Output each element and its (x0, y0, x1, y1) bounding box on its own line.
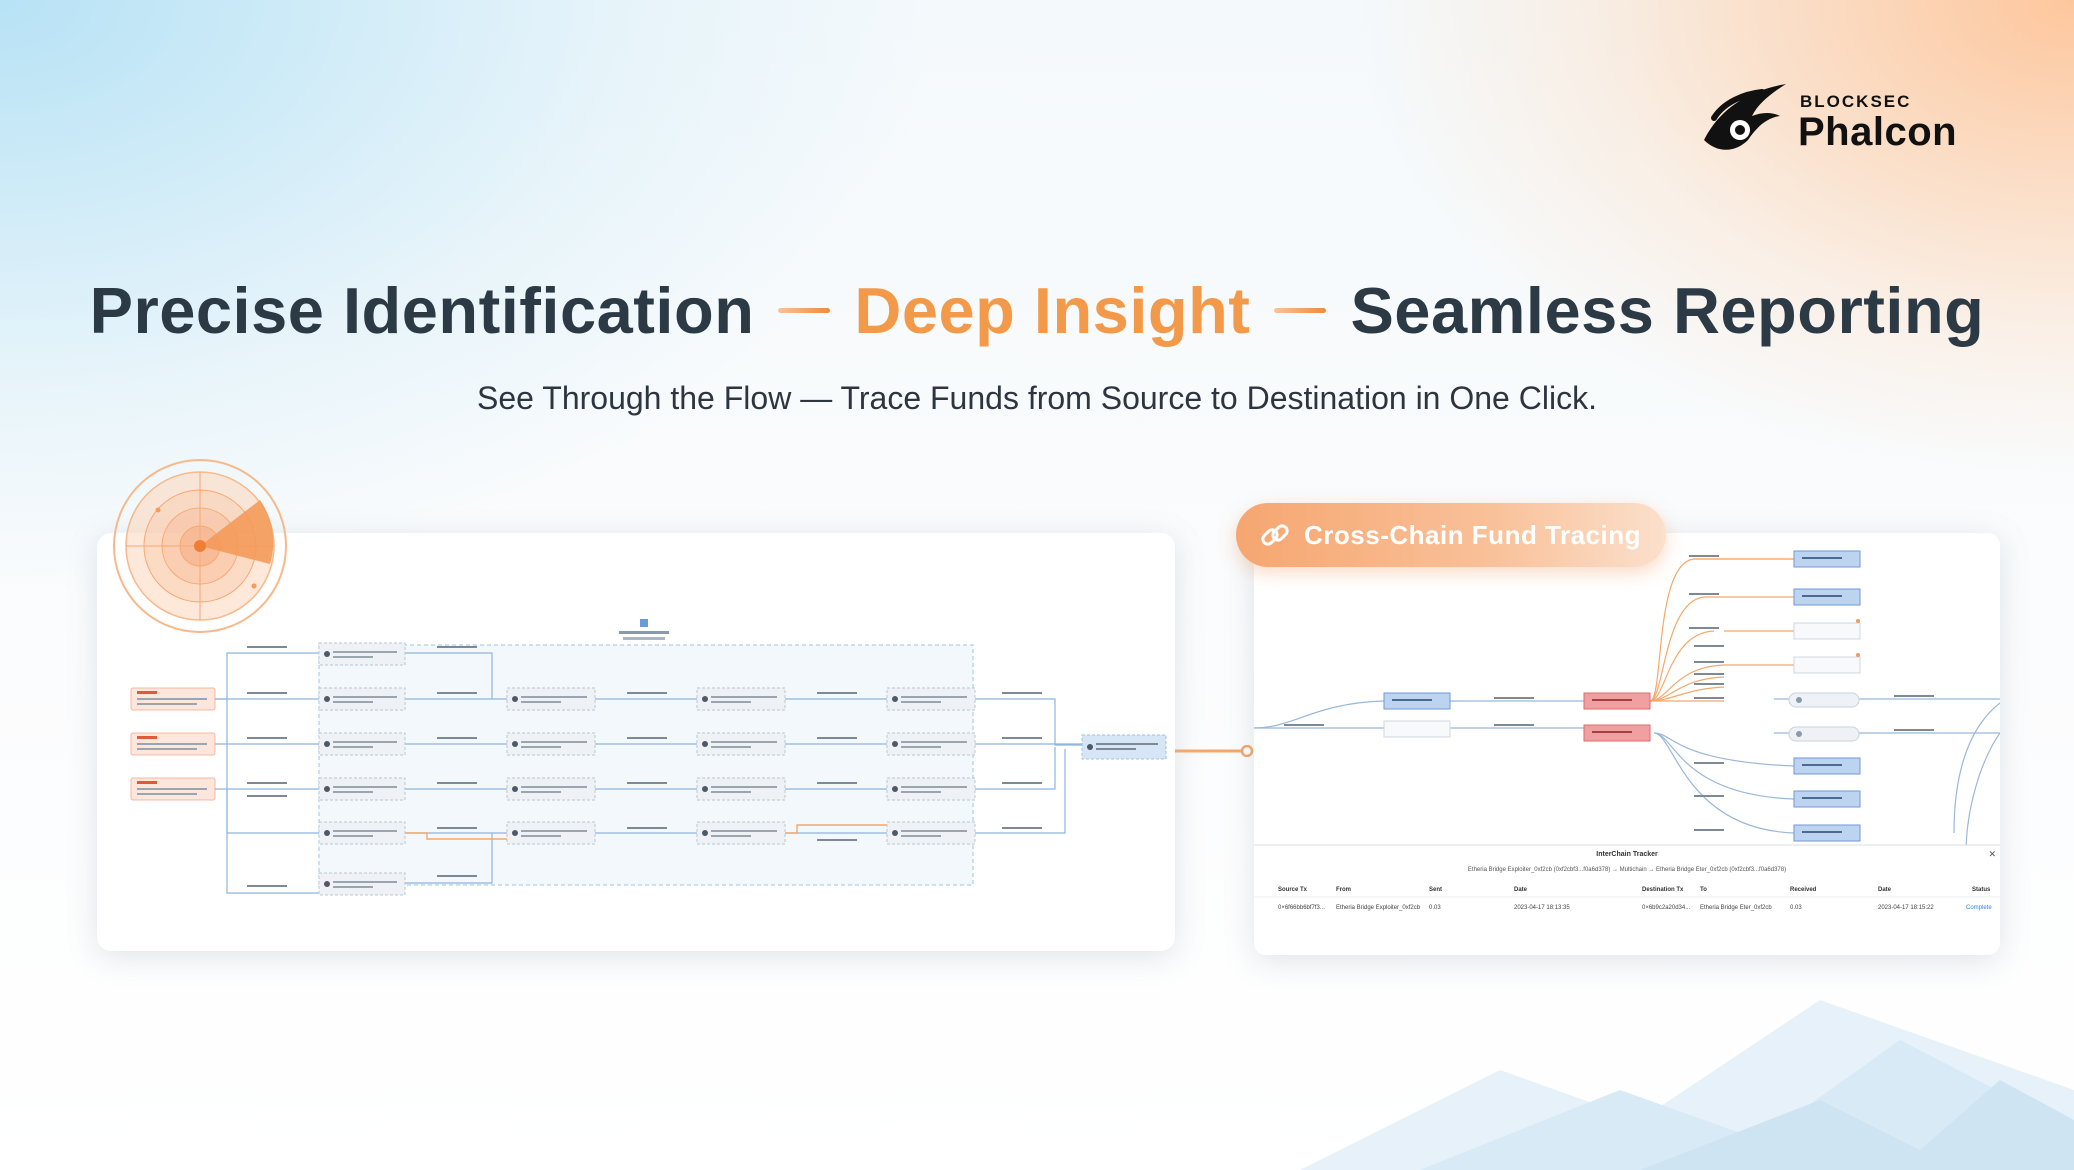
brand-small-text: BLOCKSEC (1800, 92, 1912, 111)
pill-label: Cross-Chain Fund Tracing (1304, 519, 1642, 550)
cell-status: Complete (1966, 905, 1992, 911)
radar-icon (113, 459, 287, 633)
brand-logo: BLOCKSEC Phalcon (1700, 78, 1970, 158)
headline-dash (778, 307, 831, 313)
headline-dash (1274, 307, 1327, 313)
col-status: Status (1972, 887, 1991, 893)
cross-chain-graph (1254, 550, 2000, 955)
col-date-2: Date (1878, 887, 1892, 893)
connector-line (1175, 745, 1254, 757)
col-from: From (1336, 887, 1351, 893)
cell-received: 0.03 (1790, 905, 1802, 911)
cell-to: Etheria Bridge Eter_0xf2cb (1700, 905, 1772, 911)
cell-date: 2023-04-17 18:13:35 (1514, 905, 1570, 911)
col-date: Date (1514, 887, 1528, 893)
col-source-tx: Source Tx (1278, 887, 1308, 893)
group-icon (640, 619, 648, 627)
col-received: Received (1790, 887, 1817, 893)
mountains-decoration (1300, 1000, 2074, 1170)
brand-name: Phalcon (1798, 110, 1958, 154)
cell-sent: 0.03 (1429, 905, 1441, 911)
headline-part-1: Precise Identification (89, 273, 755, 347)
cross-chain-tracer-card: InterChain Tracker ✕ Etheria Bridge Expl… (1254, 533, 2000, 955)
col-sent: Sent (1429, 887, 1443, 893)
cell-source-tx[interactable]: 0×6f66bb6bf7f3... (1278, 905, 1325, 911)
col-destination-tx: Destination Tx (1642, 887, 1684, 893)
cell-date-2: 2023-04-17 18:15:22 (1878, 905, 1934, 911)
headline-part-3: Seamless Reporting (1350, 273, 1985, 347)
subtitle: See Through the Flow — Trace Funds from … (477, 380, 1597, 416)
cell-dest-tx[interactable]: 0×6b9c2a20d34... (1642, 905, 1691, 911)
tracker-path: Etheria Bridge Exploiter_0xf2cb (0xf2cbf… (1467, 867, 1787, 873)
fund-flow-graph (130, 619, 1167, 896)
tracker-title: InterChain Tracker (1596, 851, 1658, 858)
headline-part-2: Deep Insight (854, 273, 1251, 347)
cross-chain-pill: Cross-Chain Fund Tracing (1236, 503, 1666, 567)
link-icon (1261, 524, 1289, 546)
col-to: To (1700, 887, 1707, 893)
cell-from: Etheria Bridge Exploiter_0xf2cb (1336, 905, 1421, 911)
close-icon[interactable]: ✕ (1988, 849, 1996, 859)
fund-flow-graph-card (97, 533, 1175, 951)
phalcon-eye-icon (1704, 84, 1786, 150)
headline: Precise Identification Deep Insight Seam… (0, 265, 2074, 355)
